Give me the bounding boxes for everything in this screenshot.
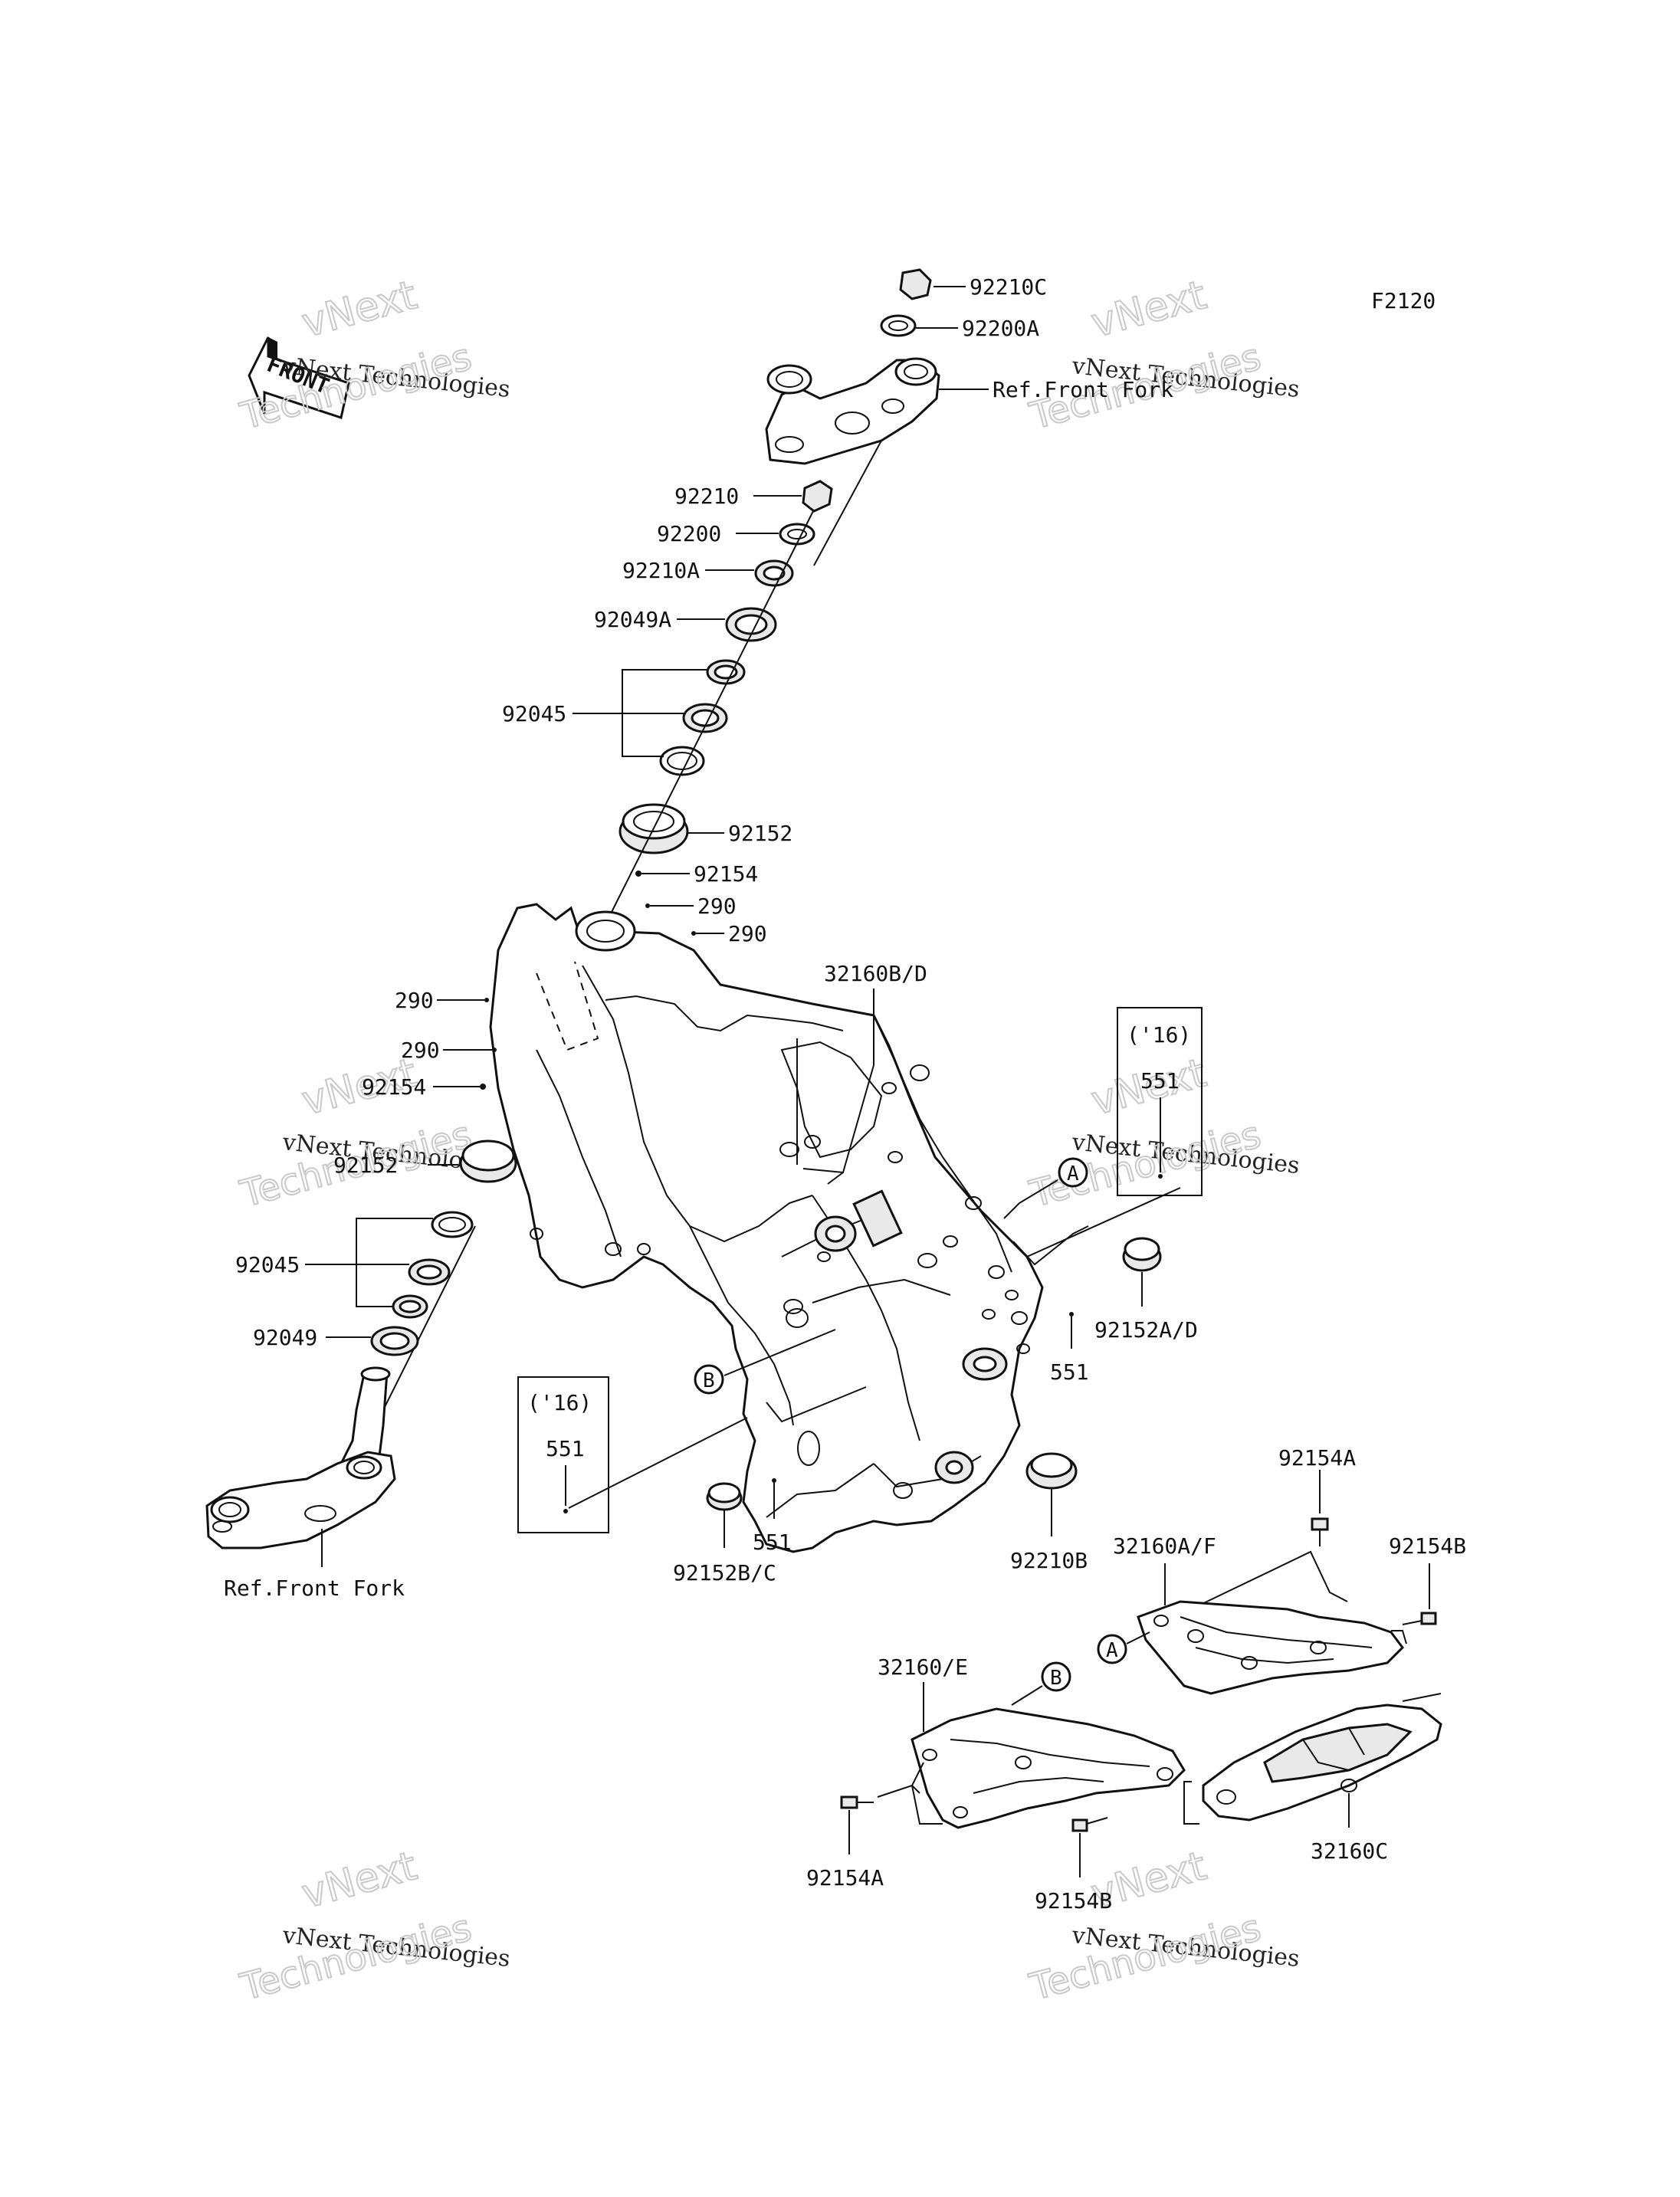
- label-92152-left: 92152: [333, 1153, 398, 1178]
- label-290-b: 290: [728, 921, 767, 946]
- label-92200a: 92200A: [962, 316, 1039, 341]
- svg-text:B: B: [703, 1369, 715, 1392]
- box-16-left: [517, 1376, 609, 1533]
- race-lower-92045: [659, 746, 705, 776]
- label-32160bd: 32160B/D: [824, 961, 927, 986]
- label-92210c: 92210C: [970, 274, 1047, 300]
- callout-b-frame: [694, 1364, 724, 1395]
- label-92154a-top: 92154A: [1278, 1445, 1356, 1471]
- svg-text:A: A: [1106, 1639, 1118, 1662]
- steering-stack: 92210C 92200A Ref.Front Fork 92210 92200…: [321, 268, 1173, 1533]
- nut-92210: [802, 480, 833, 513]
- label-92200: 92200: [657, 521, 721, 546]
- label-16-right: ('16): [1127, 1022, 1191, 1048]
- label-ref-front-fork-bottom: Ref.Front Fork: [224, 1576, 405, 1601]
- label-551-mid: 551: [753, 1530, 792, 1555]
- label-ref-front-fork-top: Ref.Front Fork: [993, 377, 1173, 402]
- label-92152bc: 92152B/C: [673, 1560, 776, 1585]
- box-16-right: [1117, 1007, 1203, 1196]
- svg-text:vNext: vNext: [297, 272, 422, 346]
- svg-text:B: B: [1050, 1667, 1062, 1690]
- label-92049a: 92049A: [594, 607, 671, 632]
- callout-a-frame: [1058, 1157, 1088, 1188]
- nut-92210c: [899, 268, 932, 300]
- lower-triple-clamp: [205, 1366, 396, 1549]
- main-frame: A B: [489, 903, 1181, 1553]
- washer-92200: [779, 523, 815, 546]
- cover-32160e: [911, 1707, 1186, 1829]
- label-92049: 92049: [253, 1325, 317, 1350]
- label-16-left: ('16): [527, 1390, 592, 1415]
- label-92152ad: 92152A/D: [1094, 1317, 1198, 1343]
- cover-32160af: [1137, 1600, 1404, 1695]
- callout-a-cover: [1097, 1634, 1127, 1664]
- label-290-c: 290: [395, 988, 434, 1013]
- label-92154-top: 92154: [694, 861, 758, 887]
- label-92154-left: 92154: [362, 1074, 426, 1100]
- steering-head: [575, 910, 636, 952]
- side-covers: 92154A 32160A/F A 92154B 32160C: [806, 1445, 1466, 1913]
- svg-text:vNext: vNext: [1087, 272, 1211, 346]
- label-551-right: 551: [1050, 1359, 1089, 1385]
- label-92210: 92210: [674, 484, 739, 509]
- label-290-a: 290: [697, 894, 737, 919]
- label-32160c: 32160C: [1311, 1838, 1388, 1864]
- label-32160af: 32160A/F: [1113, 1533, 1216, 1559]
- label-92154b-bottom: 92154B: [1035, 1888, 1112, 1913]
- diagram-code: F2120: [1371, 288, 1436, 313]
- label-32160e: 32160/E: [878, 1654, 968, 1680]
- label-551-right-box: 551: [1140, 1068, 1180, 1094]
- frame-outline: [489, 903, 1044, 1553]
- washer-92200a: [880, 314, 917, 337]
- svg-text:A: A: [1067, 1162, 1079, 1185]
- label-92154a-bottom: 92154A: [806, 1865, 884, 1890]
- svg-text:vNext: vNext: [297, 1843, 422, 1917]
- label-290-d: 290: [401, 1038, 440, 1063]
- frame-labels: 92154 290 290 290 290 92154 32160B/D 921…: [205, 861, 1203, 1601]
- label-92154b-top: 92154B: [1389, 1533, 1466, 1559]
- race-92045-lower-a: [431, 1211, 474, 1238]
- label-92152: 92152: [728, 821, 792, 846]
- label-551-left-box: 551: [546, 1436, 585, 1461]
- label-92045-top: 92045: [502, 701, 566, 726]
- label-92210b: 92210B: [1010, 1548, 1088, 1573]
- label-92210a: 92210A: [622, 558, 700, 583]
- callout-b-cover: [1041, 1661, 1071, 1692]
- label-92045-low: 92045: [235, 1252, 300, 1277]
